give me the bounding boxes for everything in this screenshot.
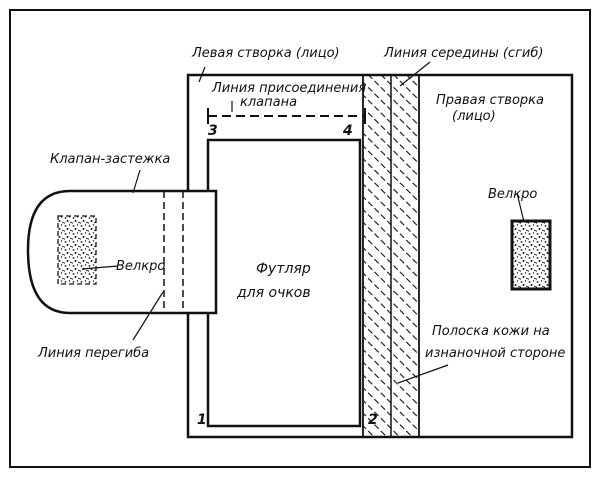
- velcro-patch-flap: [57, 215, 97, 285]
- leader-velcro-right: [516, 192, 525, 223]
- outer-frame: [9, 9, 591, 468]
- label-strip-1: Полоска кожи на: [432, 324, 550, 339]
- label-case-2: для очков: [236, 285, 311, 301]
- label-case-1: Футляр: [256, 261, 311, 277]
- leader-fold-line: [132, 291, 164, 341]
- label-left-panel: Левая створка (лицо): [191, 46, 340, 61]
- glasses-case-outline: [206, 138, 362, 428]
- clasp-flap: [26, 189, 218, 315]
- velcro-patch-right: [510, 219, 552, 291]
- leader-center-line: [399, 61, 431, 87]
- leader-flap: [132, 169, 141, 194]
- label-right-panel-2: (лицо): [452, 109, 496, 124]
- label-right-panel-1: Правая створка: [436, 93, 544, 108]
- corner-number-1: 1: [197, 412, 207, 428]
- label-velcro-left: Велкро: [116, 259, 165, 274]
- corner-number-4: 4: [342, 123, 353, 139]
- corner-number-2: 2: [368, 412, 378, 428]
- label-flap: Клапан-застежка: [50, 152, 170, 167]
- corner-number-3: 3: [208, 123, 218, 139]
- leader-strip: [397, 364, 449, 384]
- label-attach-line-2: клапана: [240, 95, 297, 110]
- leader-left-panel: [198, 66, 206, 83]
- leader-velcro-left: [81, 265, 119, 270]
- label-center-line: Линия середины (сгиб): [383, 46, 543, 61]
- label-fold-line: Линия перегиба: [37, 346, 149, 361]
- label-velcro-right: Велкро: [488, 187, 537, 202]
- label-attach-line-1: Линия присоединения: [211, 81, 366, 96]
- label-strip-2: изнаночной стороне: [425, 346, 565, 361]
